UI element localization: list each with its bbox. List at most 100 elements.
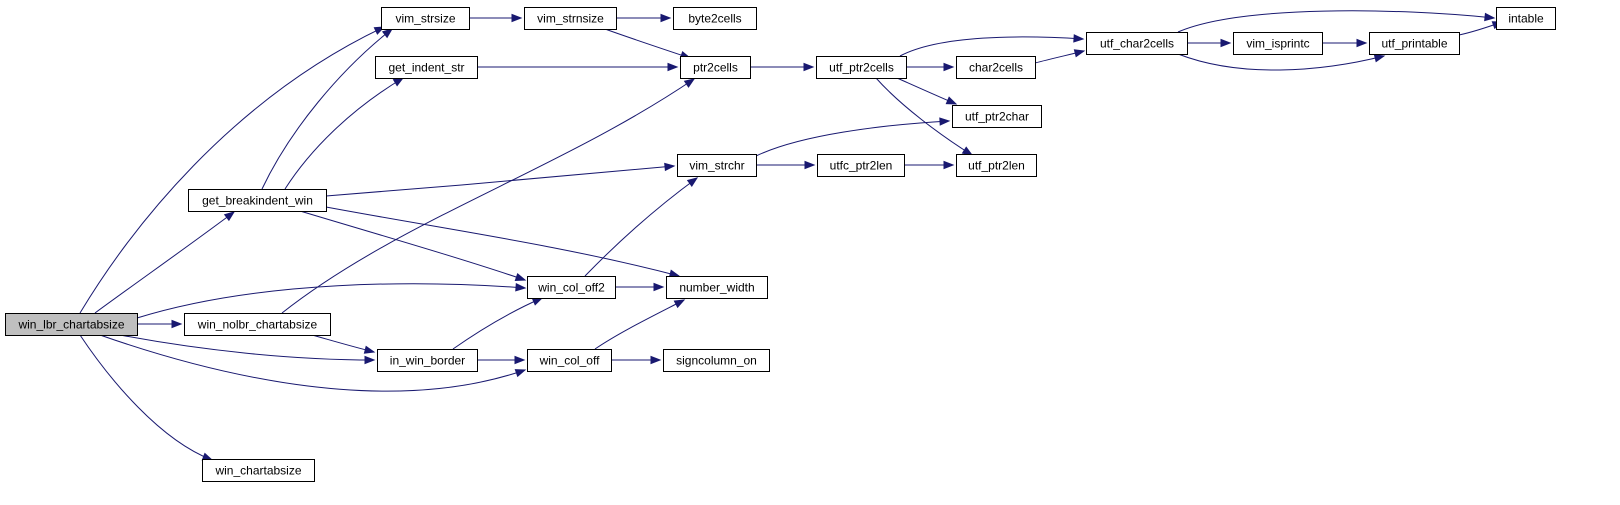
arrowhead [943,160,955,170]
node-get-indent-str[interactable]: get_indent_str [375,56,478,79]
node-label: utfc_ptr2len [830,159,893,173]
node-label: intable [1508,12,1544,26]
node-utfc-ptr2len[interactable]: utfc_ptr2len [817,154,905,177]
node-label: vim_isprintc [1246,37,1309,51]
edge-line [896,77,957,105]
node-box[interactable] [817,154,905,177]
node-utf-ptr2char[interactable]: utf_ptr2char [952,105,1042,128]
node-box[interactable] [375,56,478,79]
edge-get-breakindent-win-to-get-indent-str [284,77,405,190]
edge-line [79,26,385,314]
node-win-col-off[interactable]: win_col_off [527,349,612,372]
node-intable[interactable]: intable [1496,7,1556,30]
arrowhead [514,272,527,281]
arrowhead [392,77,405,87]
node-label: utf_char2cells [1100,37,1174,51]
arrowhead [686,177,699,188]
edge-in-win-border-to-win-col-off2 [452,297,544,350]
node-label: ptr2cells [693,61,738,75]
edge-win-lbr-chartabsize-to-in-win-border [119,334,376,365]
arrowhead [364,355,376,365]
node-box[interactable] [524,7,617,30]
edge-win-nolbr-chartabsize-to-ptr2cells [281,78,696,314]
node-box[interactable] [527,276,616,299]
arrowhead [381,28,394,39]
node-label: win_col_off [539,354,600,368]
edge-line [899,36,1084,57]
node-box[interactable] [680,56,751,79]
node-label: in_win_border [390,354,465,368]
node-utf-char2cells[interactable]: utf_char2cells [1086,32,1188,55]
edge-utf-ptr2cells-to-utf-char2cells [899,34,1085,57]
node-signcolumn-on[interactable]: signcolumn_on [663,349,770,372]
node-utf-ptr2cells[interactable]: utf_ptr2cells [816,56,907,79]
node-box[interactable] [377,349,478,372]
arrowhead [945,96,958,105]
node-get-breakindent-win[interactable]: get_breakindent_win [188,189,327,212]
node-box[interactable] [381,7,470,30]
node-byte2cells[interactable]: byte2cells [673,7,757,30]
edge-vim-isprintc-to-utf-printable [1322,38,1368,48]
node-box[interactable] [184,313,331,336]
edge-line [136,283,526,319]
node-box[interactable] [1496,7,1556,30]
edge-line [311,334,375,353]
node-in-win-border[interactable]: in_win_border [377,349,478,372]
node-box[interactable] [666,276,768,299]
edge-utf-printable-to-intable [1458,21,1504,36]
node-label: vim_strsize [395,12,455,26]
node-box[interactable] [1086,32,1188,55]
node-win-col-off2[interactable]: win_col_off2 [527,276,616,299]
node-vim-strsize[interactable]: vim_strsize [381,7,470,30]
edge-vim-strchr-to-utfc-ptr2len [756,160,816,170]
node-vim-strnsize[interactable]: vim_strnsize [524,7,617,30]
node-vim-strchr[interactable]: vim_strchr [677,154,757,177]
node-box[interactable] [952,105,1042,128]
node-vim-isprintc[interactable]: vim_isprintc [1233,32,1323,55]
edge-win-lbr-chartabsize-to-vim-strsize [79,26,386,314]
node-char2cells[interactable]: char2cells [956,56,1036,79]
node-box[interactable] [956,56,1036,79]
node-box[interactable] [673,7,757,30]
edge-line [325,206,680,277]
node-box[interactable] [816,56,907,79]
node-ptr2cells[interactable]: ptr2cells [680,56,751,79]
node-label: char2cells [969,61,1023,75]
node-box[interactable] [677,154,757,177]
arrowhead [664,162,676,172]
edge-get-breakindent-win-to-vim-strchr [325,162,676,197]
node-label: win_chartabsize [214,464,301,478]
node-box[interactable] [956,154,1037,177]
edge-win-col-off2-to-vim-strchr [584,177,699,277]
node-label: get_indent_str [388,61,464,75]
node-box[interactable] [1369,32,1460,55]
root-node-box[interactable] [5,313,138,336]
arrowhead [650,355,662,365]
node-label: win_col_off2 [537,281,605,295]
node-utf-printable[interactable]: utf_printable [1369,32,1460,55]
arrowhead [804,160,816,170]
edge-win-col-off-to-signcolumn-on [611,355,662,365]
edge-line [281,78,695,314]
node-box[interactable] [663,349,770,372]
node-number-width[interactable]: number_width [666,276,768,299]
node-label: get_breakindent_win [202,194,313,208]
node-box[interactable] [202,459,315,482]
arrowhead [1073,49,1086,58]
edge-utf-char2cells-to-vim-isprintc [1187,38,1232,48]
node-win-nolbr-chartabsize[interactable]: win_nolbr_chartabsize [184,313,331,336]
node-utf-ptr2len[interactable]: utf_ptr2len [956,154,1037,177]
arrowhead [961,146,974,156]
node-box[interactable] [527,349,612,372]
node-win-lbr-chartabsize[interactable]: win_lbr_chartabsize [5,313,138,336]
edge-get-indent-str-to-ptr2cells [477,62,679,72]
edge-line [875,77,973,156]
node-box[interactable] [188,189,327,212]
node-box[interactable] [1233,32,1323,55]
arrowhead [667,62,679,72]
node-win-chartabsize[interactable]: win_chartabsize [202,459,315,482]
arrowhead [939,117,951,126]
edge-ptr2cells-to-utf-ptr2cells [750,62,815,72]
arrowhead [1484,12,1496,22]
arrowhead [943,62,955,72]
